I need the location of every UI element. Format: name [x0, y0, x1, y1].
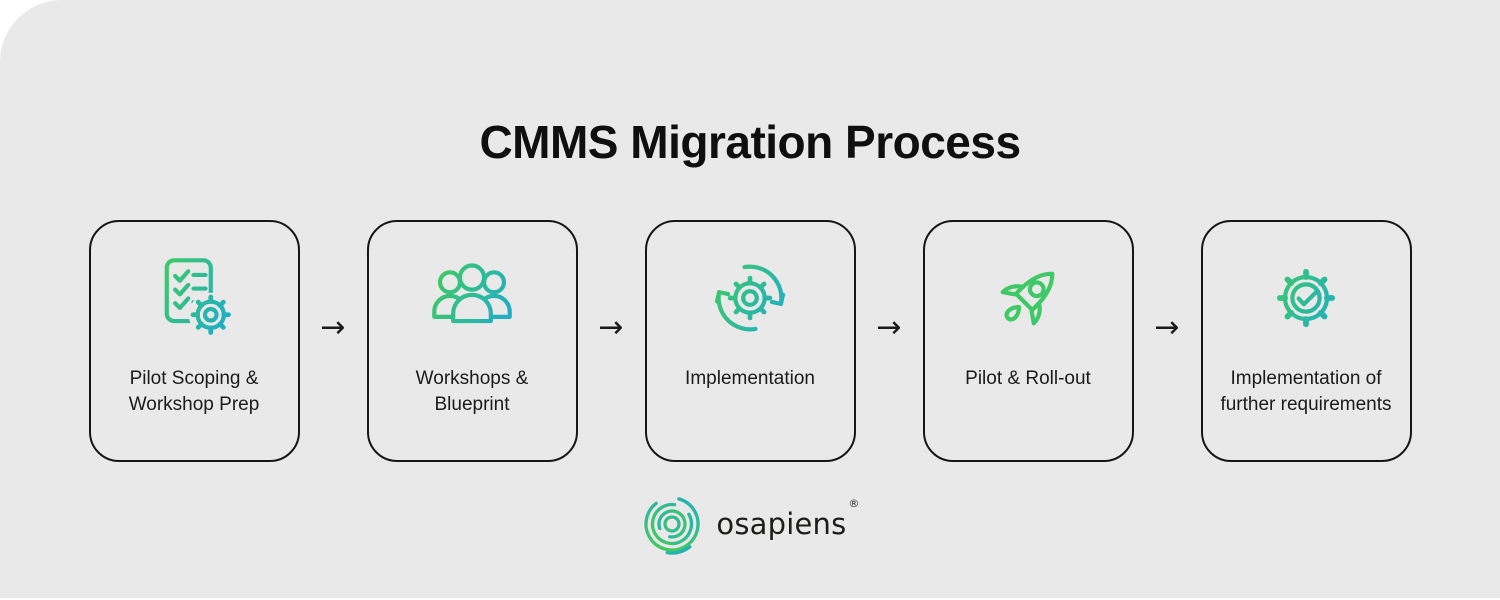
step-label: Pilot Scoping & Workshop Prep — [96, 366, 292, 417]
step-label: Workshops & Blueprint — [374, 366, 570, 417]
step-label-line1: Pilot Scoping & — [129, 368, 259, 389]
rocket-icon — [984, 252, 1072, 344]
right-arrow-icon: → — [598, 310, 624, 345]
step-card-workshops: Workshops & Blueprint — [366, 220, 578, 462]
step-label-line2: Workshop Prep — [128, 393, 260, 415]
brand-logo: osapiens® — [0, 492, 1500, 556]
step-label: Pilot & Roll-out — [930, 366, 1126, 392]
step-label-line1: Implementation of — [1230, 368, 1382, 389]
step-card-pilot-rollout: Pilot & Roll-out — [922, 220, 1134, 462]
step-label-line2: Blueprint — [434, 393, 510, 415]
checklist-gear-icon — [150, 252, 238, 344]
flow-arrow: → — [1134, 220, 1201, 346]
step-label-line1: Implementation — [685, 368, 815, 389]
logo-wordmark: osapiens® — [716, 497, 859, 541]
right-arrow-icon: → — [320, 310, 346, 345]
step-label-line1: Pilot & Roll-out — [965, 368, 1091, 389]
right-arrow-icon: → — [876, 310, 902, 345]
registered-trademark-mark: ® — [848, 497, 860, 510]
gear-check-icon — [1262, 252, 1350, 344]
people-icon — [428, 252, 516, 344]
sync-gear-icon — [706, 252, 794, 344]
logo-wordmark-text: osapiens — [716, 507, 847, 541]
right-arrow-icon: → — [1154, 310, 1180, 345]
flow-arrow: → — [300, 220, 367, 346]
step-label: Implementation of further requirements — [1208, 366, 1404, 417]
flow-arrow: → — [578, 220, 645, 346]
osapiens-spiral-icon — [640, 492, 704, 556]
step-card-further-requirements: Implementation of further requirements — [1200, 220, 1412, 462]
step-card-implementation: Implementation — [644, 220, 856, 462]
process-flow: Pilot Scoping & Workshop Prep → Workshop… — [0, 220, 1500, 462]
step-label-line1: Workshops & — [415, 368, 529, 389]
step-card-pilot-scoping: Pilot Scoping & Workshop Prep — [88, 220, 300, 462]
flow-arrow: → — [856, 220, 923, 346]
step-label-line2: further requirements — [1220, 393, 1392, 415]
step-label: Implementation — [652, 366, 848, 392]
page-title: CMMS Migration Process — [479, 115, 1021, 168]
